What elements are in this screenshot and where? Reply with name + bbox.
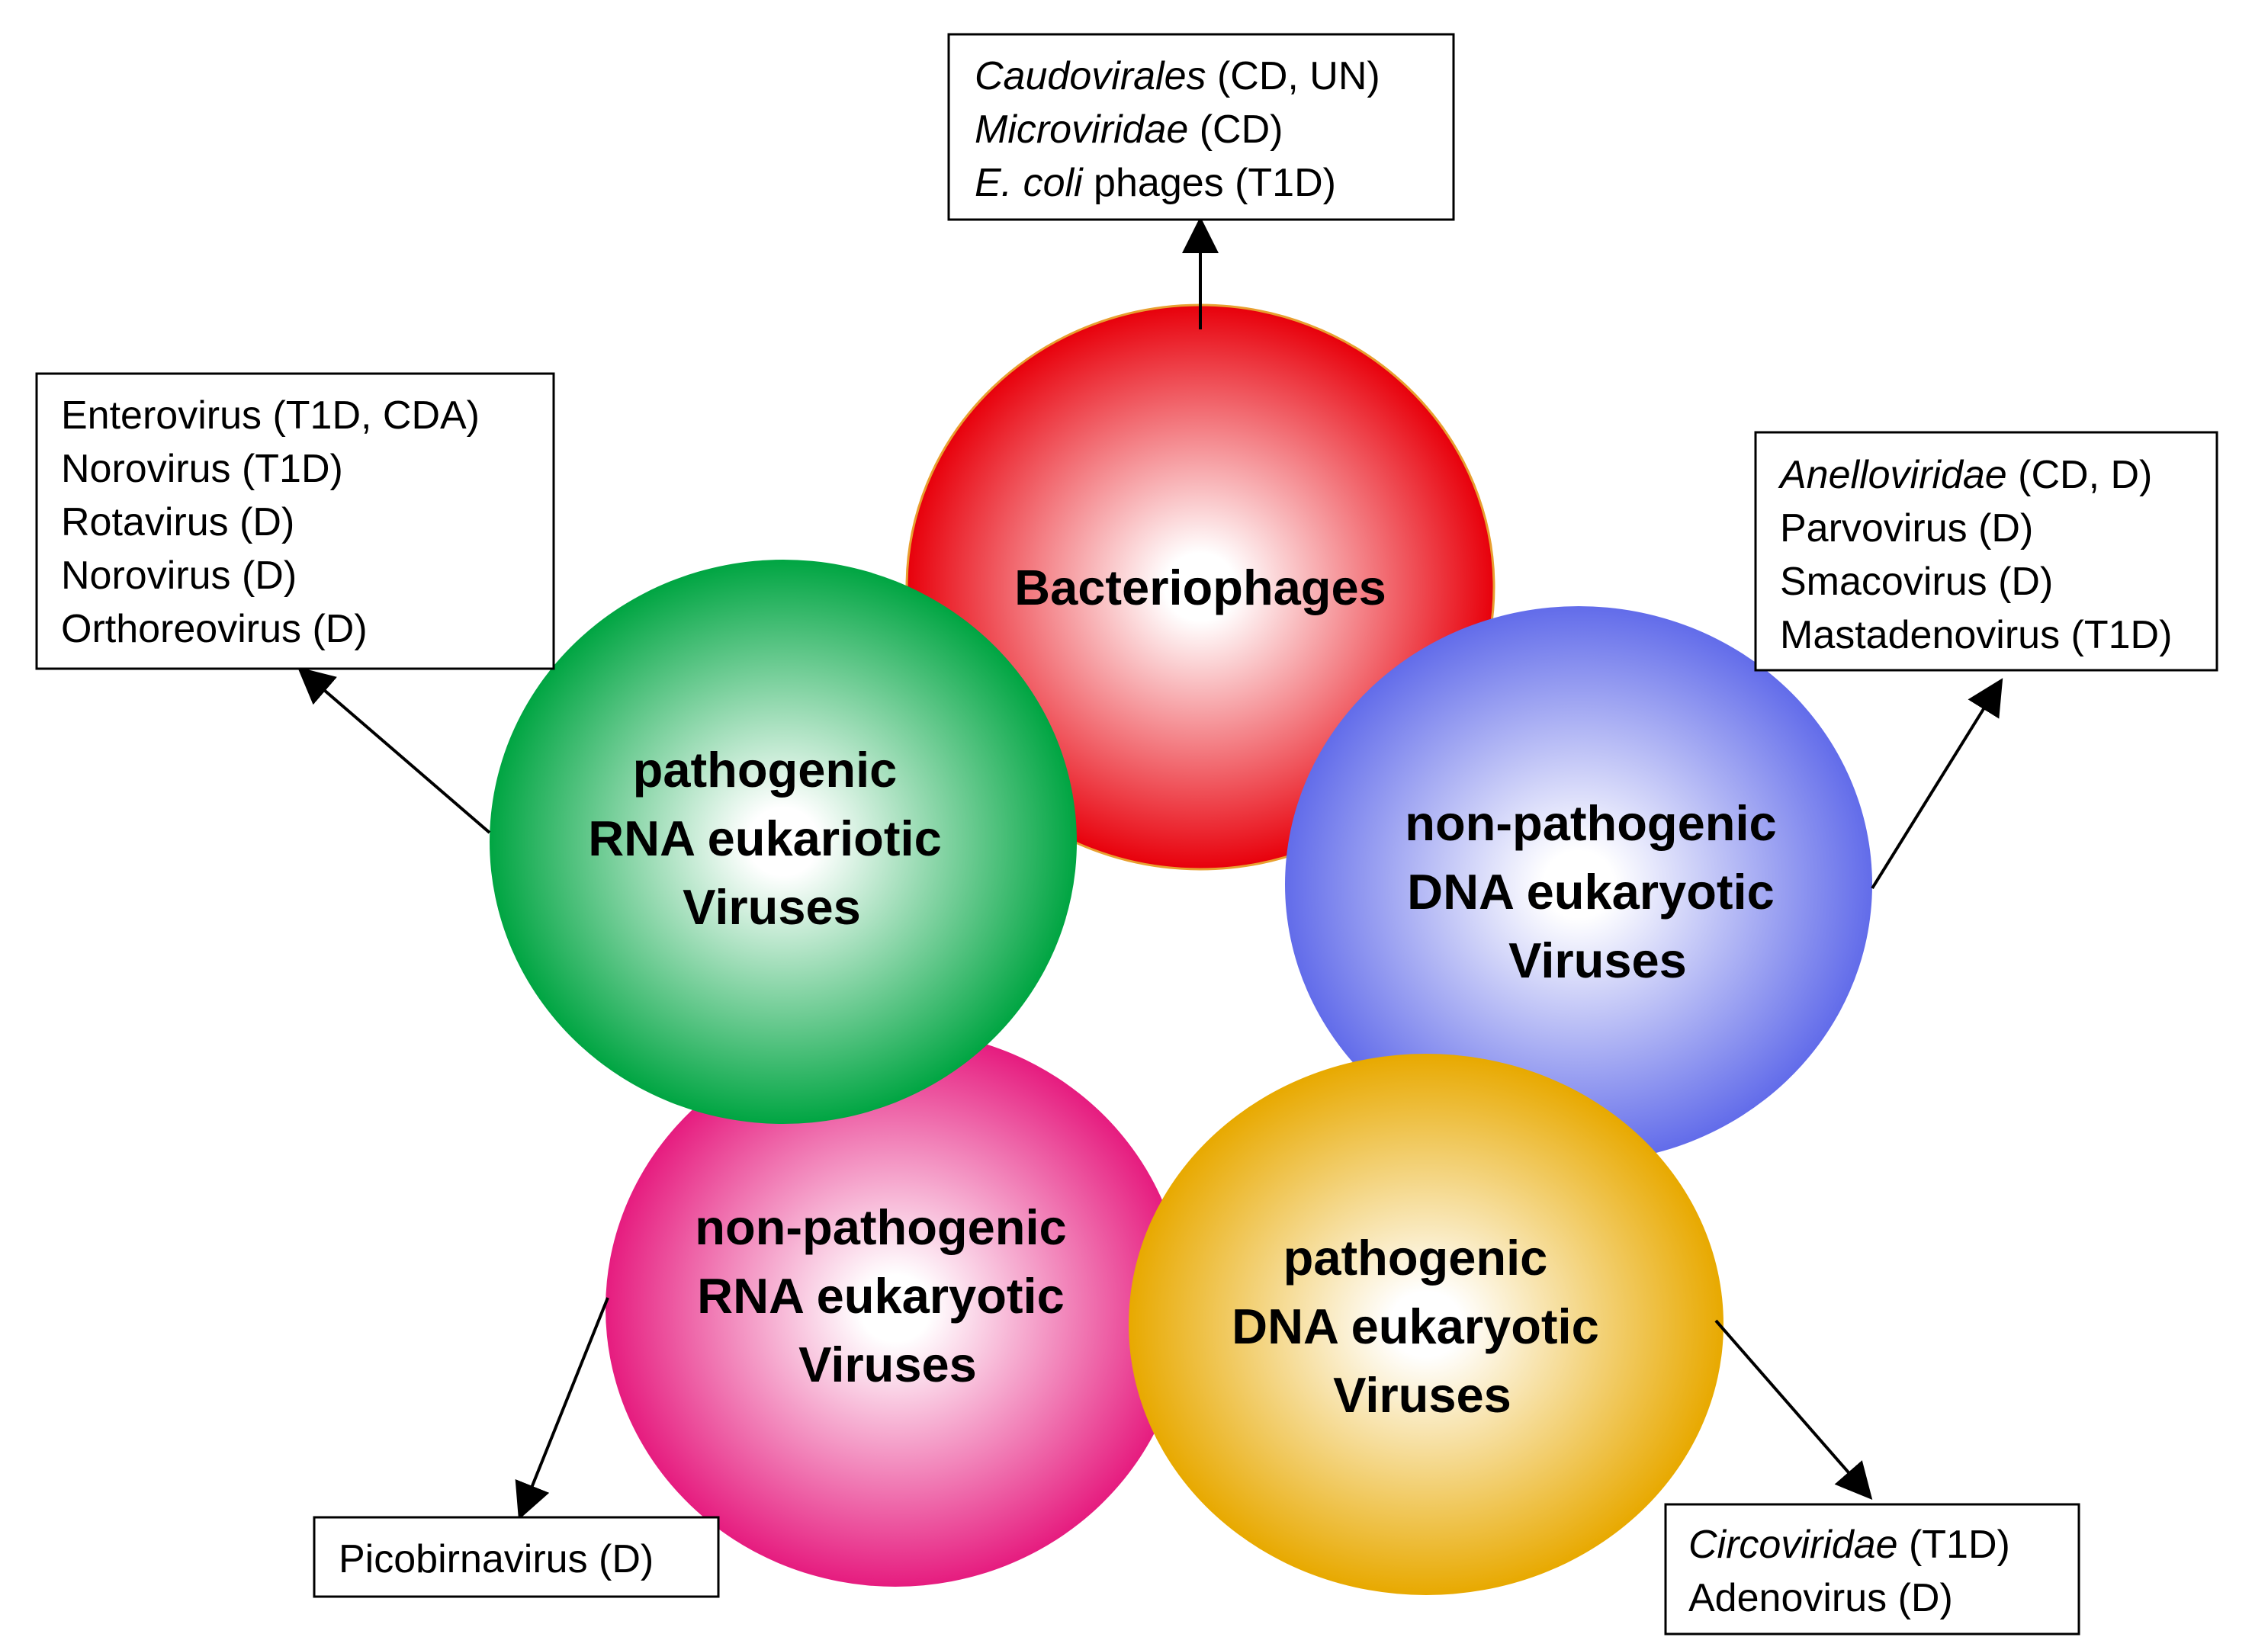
- taxon-note: phages (T1D): [1083, 161, 1336, 205]
- arrow-non-pathogenic-dna: [1871, 678, 2003, 890]
- pathogenic-rna-box: [35, 372, 555, 670]
- non-pathogenic-rna-box-text: Picobirnavirus (D): [339, 1537, 654, 1581]
- pathogenic-dna-label: pathogenic DNA eukaryotic Viruses: [1232, 1230, 1613, 1423]
- taxon-note: (CD, D): [2007, 453, 2153, 497]
- box-line: Circoviridae (T1D): [1688, 1523, 2010, 1567]
- taxon-name: E. coli: [975, 161, 1084, 205]
- box-line: Norovirus (T1D): [61, 447, 343, 491]
- pathogenic-dna-box: [1664, 1503, 2080, 1636]
- box-line: Norovirus (D): [61, 554, 297, 598]
- non-pathogenic-rna-circle: [606, 1030, 1185, 1587]
- non-pathogenic-rna-label-line: non-pathogenic: [695, 1199, 1066, 1255]
- arrow-pathogenic-dna: [1714, 1319, 1873, 1501]
- arrow-non-pathogenic-rna: [515, 1297, 609, 1520]
- box-line: Mastadenovirus (T1D): [1780, 613, 2172, 657]
- pathogenic-dna-box-text: Circoviridae (T1D) Adenovirus (D): [1688, 1523, 2021, 1620]
- taxon-note: (CD, UN): [1206, 54, 1380, 98]
- pathogenic-dna-label-line: pathogenic: [1283, 1230, 1548, 1286]
- taxon-note: (CD): [1188, 108, 1283, 152]
- pathogenic-rna-label: pathogenic RNA eukariotic Viruses: [588, 742, 956, 935]
- box-line: Smacovirus (D): [1780, 560, 2053, 604]
- non-pathogenic-dna-label-line: DNA eukaryotic: [1407, 864, 1775, 920]
- bacteriophages-label-line: Bacteriophages: [1014, 560, 1386, 615]
- box-line: Orthoreovirus (D): [61, 607, 368, 651]
- pathogenic-dna-label-line: Viruses: [1333, 1367, 1511, 1423]
- arrow-pathogenic-rna: [297, 666, 491, 834]
- box-line: Enterovirus (T1D, CDA): [61, 393, 480, 438]
- pathogenic-rna-label-line: RNA eukariotic: [588, 811, 942, 866]
- box-line: Picobirnavirus (D): [339, 1537, 654, 1581]
- box-line: Anelloviridae (CD, D): [1778, 453, 2152, 497]
- non-pathogenic-rna-label: non-pathogenic RNA eukaryotic Viruses: [695, 1199, 1081, 1392]
- non-pathogenic-dna-label-line: Viruses: [1508, 933, 1687, 988]
- box-line: Adenovirus (D): [1688, 1576, 1953, 1620]
- bacteriophages-box: [947, 33, 1455, 221]
- pathogenic-rna-circle: [490, 560, 1077, 1124]
- bacteriophages-box-text: Caudovirales (CD, UN) Microviridae (CD) …: [975, 54, 1391, 205]
- non-pathogenic-dna-circle: [1285, 606, 1872, 1163]
- taxon-name: Anelloviridae: [1778, 453, 2007, 497]
- bacteriophages-label: Bacteriophages: [1014, 560, 1386, 615]
- box-line: Parvovirus (D): [1780, 506, 2033, 551]
- pathogenic-rna-box-text: Enterovirus (T1D, CDA) Norovirus (T1D) R…: [61, 393, 490, 651]
- non-pathogenic-dna-box: [1754, 431, 2218, 672]
- pathogenic-rna-label-line: pathogenic: [633, 742, 898, 798]
- taxon-name: Microviridae: [975, 108, 1188, 152]
- non-pathogenic-rna-box: [313, 1516, 720, 1598]
- box-line: Caudovirales (CD, UN): [975, 54, 1380, 98]
- non-pathogenic-dna-label: non-pathogenic DNA eukaryotic Viruses: [1405, 795, 1791, 988]
- non-pathogenic-dna-box-text: Anelloviridae (CD, D) Parvovirus (D) Sma…: [1778, 453, 2172, 657]
- non-pathogenic-rna-label-line: Viruses: [798, 1337, 977, 1392]
- pathogenic-dna-label-line: DNA eukaryotic: [1232, 1298, 1599, 1354]
- pathogenic-dna-circle: [1129, 1054, 1723, 1595]
- box-line: Rotavirus (D): [61, 500, 294, 544]
- taxon-note: (T1D): [1898, 1523, 2010, 1567]
- non-pathogenic-dna-label-line: non-pathogenic: [1405, 795, 1776, 851]
- taxon-name: Circoviridae: [1688, 1523, 1898, 1567]
- box-line: Microviridae (CD): [975, 108, 1283, 152]
- box-line: E. coli phages (T1D): [975, 161, 1336, 205]
- non-pathogenic-rna-label-line: RNA eukaryotic: [697, 1268, 1065, 1324]
- taxon-name: Caudovirales: [975, 54, 1206, 98]
- pathogenic-rna-label-line: Viruses: [683, 879, 861, 935]
